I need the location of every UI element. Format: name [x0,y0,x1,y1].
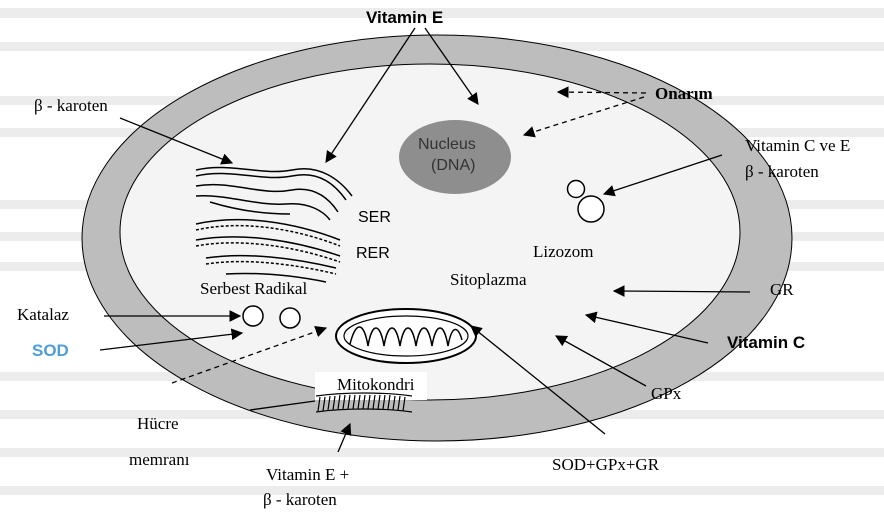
label-beta-karoten-2: β - karoten [745,162,819,182]
label-onarim: Onarım [655,84,713,104]
label-katalaz: Katalaz [17,305,69,325]
label-beta-karoten: β - karoten [34,96,108,116]
label-dna: (DNA) [431,157,475,175]
label-sod: SOD [32,341,69,361]
free-radical-1 [243,306,263,326]
label-lizozom: Lizozom [533,242,593,262]
label-serbest-radikal: Serbest Radikal [200,279,307,299]
free-radical-2 [280,308,300,328]
label-mitokondri: Mitokondri [337,375,414,395]
label-vitamin-c-ve-e: Vitamin C ve E [745,136,850,156]
label-beta-karoten-3: β - karoten [263,490,337,510]
label-ser: SER [358,209,391,227]
label-sitoplazma: Sitoplazma [450,270,526,290]
mitochondria [336,309,476,363]
label-membrani: memranı [129,450,189,470]
label-gpx: GPx [651,384,681,404]
label-vitamin-e-top: Vitamin E [366,8,443,28]
label-nucleus: Nucleus [418,136,476,154]
label-hucre: Hücre [137,414,179,434]
label-rer: RER [356,245,390,263]
lysosome-large [578,196,604,222]
label-sod-gpx-gr: SOD+GPx+GR [552,455,659,475]
label-gr: GR [770,280,794,300]
label-vitamin-c: Vitamin C [727,333,805,353]
label-vitamin-e-plus: Vitamin E + [266,465,349,485]
lysosome-small [568,181,585,198]
